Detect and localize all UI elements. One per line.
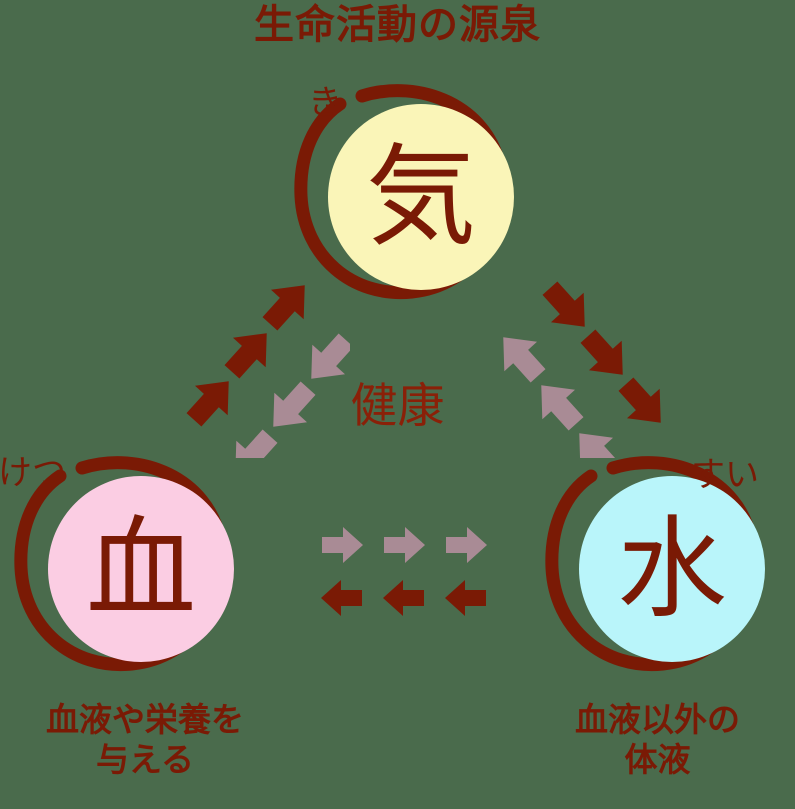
node-ki[interactable]: 気 き [292, 80, 522, 310]
ketsu-disc [48, 476, 234, 662]
caption-sui: 血液以外の 体液 [520, 700, 795, 781]
sui-ring [545, 456, 760, 672]
ki-ring [294, 84, 509, 300]
sui-disc [579, 476, 765, 662]
ki-kanji: 気 [366, 133, 476, 261]
ketsu-furigana: けつ [0, 453, 66, 493]
node-ketsu[interactable]: 血 けつ [0, 452, 242, 682]
flow-sui-to-ki [503, 337, 622, 458]
caption-sui-line1: 血液以外の [575, 700, 740, 739]
ketsu-kanji: 血 [86, 505, 196, 633]
flow-ki-to-sui [542, 281, 661, 423]
caption-sui-line2: 体液 [624, 740, 691, 780]
caption-ketsu-line1: 血液や栄養を [46, 700, 244, 739]
page-title: 生命活動の源泉 [254, 2, 541, 48]
caption-ketsu: 血液や栄養を 与える [0, 700, 290, 781]
flow-ketsu-to-ki [186, 285, 305, 427]
center-label: 健康 [350, 379, 445, 434]
ki-disc [328, 104, 514, 290]
flow-ketsu-to-sui [322, 527, 487, 563]
ketsu-ring [14, 456, 229, 672]
sui-kanji: 水 [617, 505, 727, 633]
ki-furigana: き [308, 83, 342, 123]
node-sui[interactable]: 水 すい [543, 452, 773, 682]
flow-sui-to-ketsu [321, 580, 486, 616]
caption-ketsu-line2: 与える [95, 740, 194, 780]
sui-furigana: すい [691, 455, 759, 495]
flow-ki-to-ketsu [235, 333, 350, 458]
